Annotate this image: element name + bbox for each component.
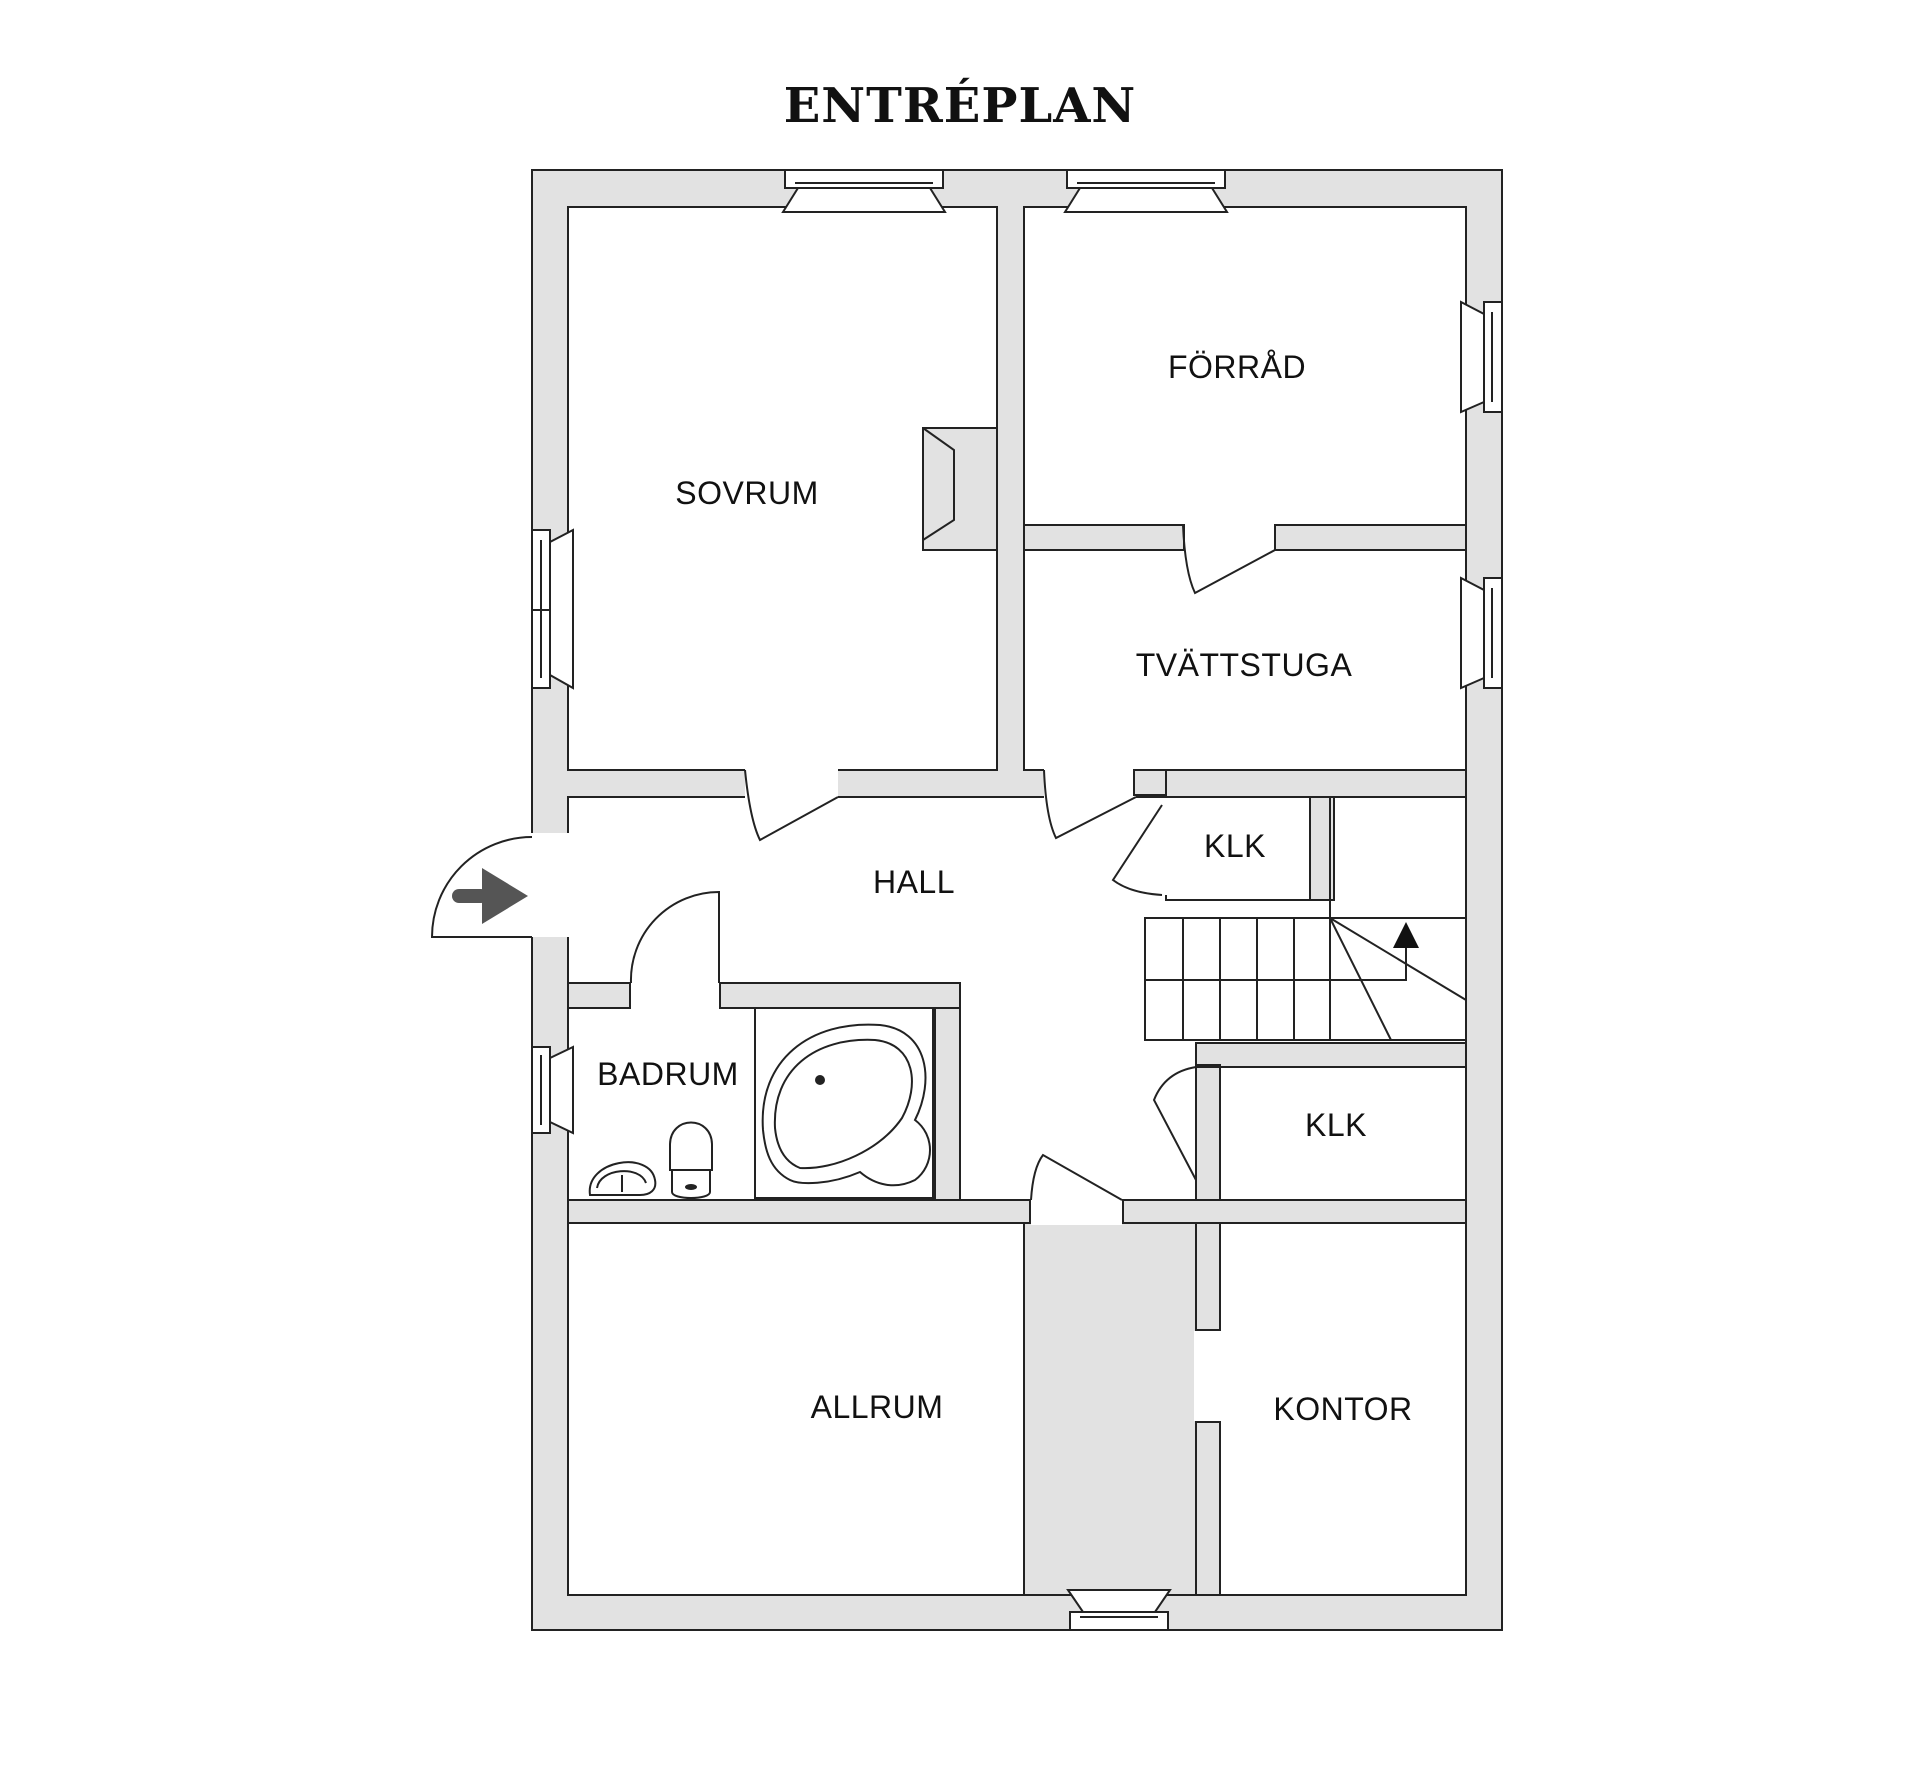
window-tvattstuga-right [1460, 576, 1503, 690]
plan-title: ENTRÉPLAN [783, 78, 1137, 134]
room-label-tvattstuga: TVÄTTSTUGA [1136, 647, 1353, 683]
arrow-up-icon [1393, 922, 1419, 948]
klk-upper-closet [1111, 769, 1311, 901]
window-sovrum-left [531, 528, 574, 690]
room-label-hall: HALL [873, 864, 955, 900]
window-forrad-right [1460, 300, 1503, 414]
door-swings [430, 524, 1276, 1201]
room-label-klk-upper: KLK [1204, 828, 1266, 864]
stairs [1144, 796, 1467, 1041]
internal-walls [567, 427, 1467, 1596]
bathtub [754, 1007, 936, 1199]
sink [588, 1161, 657, 1196]
window-allrum-bottom [1066, 1589, 1172, 1631]
room-label-forrad: FÖRRÅD [1168, 349, 1306, 385]
windows [531, 169, 1503, 1631]
window-forrad-top [1063, 169, 1229, 213]
chimney [922, 427, 955, 541]
room-label-badrum: BADRUM [597, 1056, 739, 1092]
arrow-right-icon [452, 868, 528, 924]
room-label-klk-lower: KLK [1305, 1107, 1367, 1143]
openings [530, 523, 1274, 1421]
klk-lower-closet [1152, 1043, 1221, 1181]
window-sovrum-top [781, 169, 947, 213]
window-badrum-left [531, 1045, 574, 1135]
toilet [669, 1121, 713, 1199]
room-label-sovrum: SOVRUM [675, 475, 818, 511]
room-label-allrum: ALLRUM [811, 1389, 944, 1425]
room-label-kontor: KONTOR [1273, 1391, 1412, 1427]
